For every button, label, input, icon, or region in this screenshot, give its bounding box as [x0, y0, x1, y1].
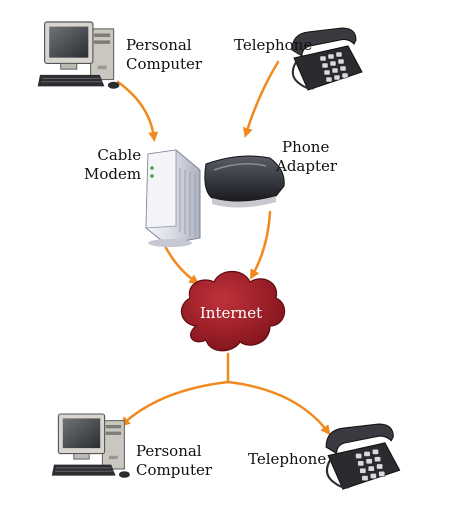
- desktop-computer-icon: [51, 413, 131, 479]
- connection-arrows: [116, 60, 331, 436]
- phone-bottom-label: Telephone: [248, 450, 327, 468]
- arrow-internet-to-phone: [226, 380, 331, 436]
- arrow-pc-to-modem: [116, 80, 159, 142]
- pc-bottom-label: Personal Computer: [136, 442, 212, 480]
- pc-top-label-line-2: Computer: [126, 55, 203, 73]
- phone-adapter-label-line-1: Phone: [282, 138, 330, 156]
- arrow-phone-to-adapter: [242, 60, 280, 138]
- phone-adapter-icon: [204, 155, 285, 208]
- phone-adapter-label: Phone Adapter: [276, 138, 337, 176]
- phone-adapter-label-line-2: Adapter: [276, 157, 338, 175]
- internet-label: Internet: [200, 304, 262, 322]
- cable-modem-icon: [145, 149, 201, 247]
- arrow-adapter-to-internet: [250, 210, 272, 280]
- desk-telephone-icon: [325, 422, 401, 491]
- phone-top-label: Telephone: [234, 36, 313, 54]
- pc-bottom-label-line-1: Personal: [136, 442, 202, 460]
- cable-modem-label-line-2: Modem: [84, 165, 142, 183]
- arrow-modem-to-internet: [162, 242, 200, 285]
- desktop-computer-icon: [37, 21, 120, 90]
- internet-cloud-icon: Internet: [180, 270, 286, 352]
- pc-bottom-label-line-2: Computer: [136, 461, 213, 479]
- cable-modem-label-line-1: Cable: [97, 146, 142, 164]
- cable-modem-label: Cable Modem: [84, 146, 141, 184]
- arrow-internet-to-pc: [120, 380, 230, 427]
- pc-top-label: Personal Computer: [126, 36, 202, 74]
- pc-top-label-line-1: Personal: [126, 36, 192, 54]
